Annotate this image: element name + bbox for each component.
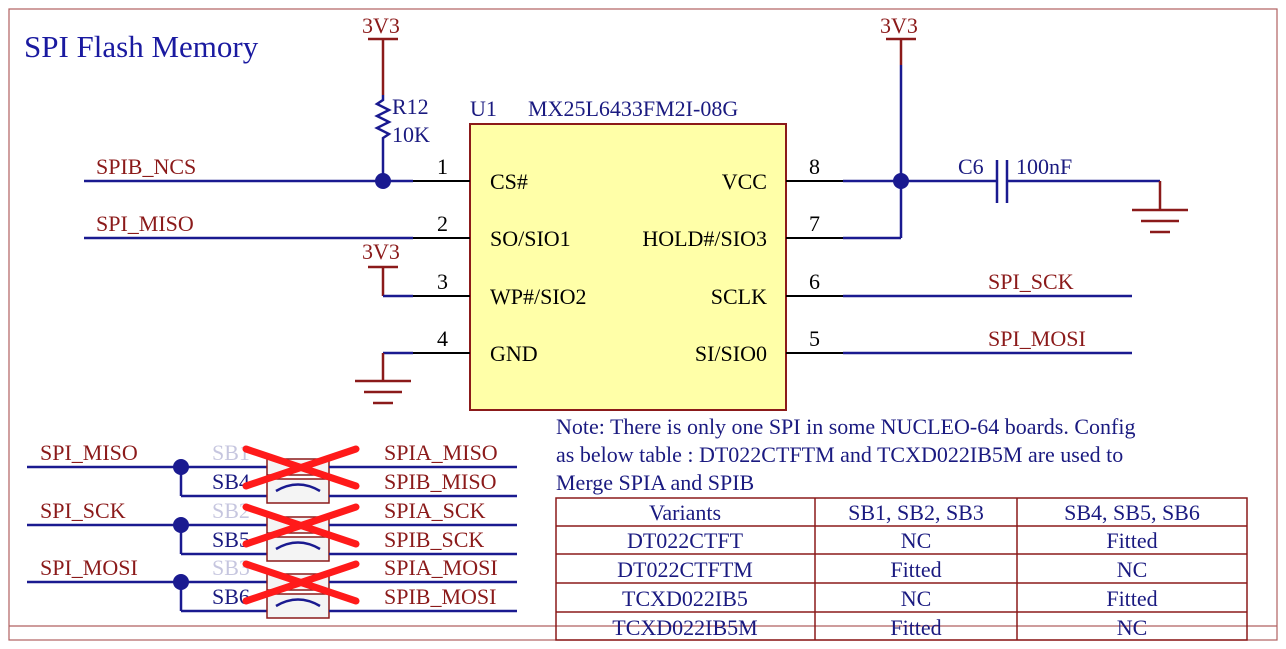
pin-5-name: SI/SIO0 [695,341,767,366]
table-cell: NC [901,528,932,553]
pin-4-num: 4 [437,326,448,351]
pin-5-num: 5 [809,326,820,351]
table-header-variants: Variants [649,500,721,525]
pin-6-name: SCLK [711,284,767,309]
net-sck-label: SPI_SCK [988,269,1074,294]
capacitor-c6: C6 100nF [958,154,1160,203]
pin-4-name: GND [490,341,538,366]
chip-ref: U1 [470,96,497,121]
table-cell: DT022CTFT [627,528,744,553]
net-cs-label: SPIB_NCS [96,154,196,179]
table-cell: Fitted [1106,528,1157,553]
sb-bot-arc [275,483,321,493]
pin-8-num: 8 [809,154,820,179]
bridge-sb-bot: SB6 [212,584,250,609]
bridge-sb-top: SB2 [212,498,250,523]
net-miso-label: SPI_MISO [96,211,194,236]
table-cell: NC [1117,615,1148,640]
table-header-sb456: SB4, SB5, SB6 [1064,500,1200,525]
net-mosi: SPI_MOSI [843,326,1132,355]
resistor-value: 10K [392,122,430,147]
chip-u1: U1 MX25L6433FM2I-08G 1 2 3 4 CS# SO/SIO1… [413,96,843,411]
power-label-right: 3V3 [880,13,918,38]
net-mosi-label: SPI_MOSI [988,326,1086,351]
net-sck: SPI_SCK [843,269,1132,298]
pin-7-name: HOLD#/SIO3 [642,226,767,251]
bridge-sb-top: SB1 [212,440,250,465]
pin-2-name: SO/SIO1 [490,226,571,251]
bridge-net-label: SPI_SCK [40,498,126,523]
sheet-title: SPI Flash Memory [24,29,259,64]
chip-part: MX25L6433FM2I-08G [528,96,738,121]
power-label-wp: 3V3 [362,239,400,264]
pin-3-name: WP#/SIO2 [490,284,587,309]
pin-6-num: 6 [809,269,820,294]
note-line-3: Merge SPIA and SPIB [556,470,754,495]
table-header-sb123: SB1, SB2, SB3 [848,500,984,525]
bridge-net-label: SPI_MOSI [40,555,138,580]
bridge-sb-bot: SB4 [212,469,250,494]
note-line-1: Note: There is only one SPI in some NUCL… [556,414,1135,439]
table-cell: NC [1117,557,1148,582]
pin-1-name: CS# [490,169,528,194]
config-note: Note: There is only one SPI in some NUCL… [556,414,1135,495]
sb-bot-arc [275,541,321,551]
table-cell: NC [901,586,932,611]
table-cell: Fitted [890,557,941,582]
cap-value: 100nF [1016,154,1072,179]
cross-mark-b [242,445,360,490]
pin-8-name: VCC [722,169,767,194]
bridge-group-mosi: SPI_MOSI SB3 SB6 SPIA_MOSI SPIB_MOSI [27,555,517,619]
power-3v3-left: 3V3 [362,13,400,95]
sb-bot-arc [275,598,321,608]
table-cell: TCXD022IB5M [612,615,757,640]
chip-body [469,123,787,411]
bridge-a-label: SPIA_MISO [384,440,498,465]
pin-7-num: 7 [809,211,820,236]
power-label-left: 3V3 [362,13,400,38]
bridge-sb-bot: SB5 [212,527,250,552]
note-line-2: as below table : DT022CTFTM and TCXD022I… [556,442,1123,467]
resistor-r12: R12 10K [374,94,430,181]
bridge-b-label: SPIB_MISO [384,469,496,494]
cross-mark-b [242,503,360,548]
table-cell: TCXD022IB5 [622,586,748,611]
power-3v3-right: 3V3 [843,13,997,240]
table-cell: Fitted [1106,586,1157,611]
bridge-b-label: SPIB_MOSI [384,584,496,609]
pin-2-num: 2 [437,211,448,236]
pin-1-num: 1 [437,154,448,179]
table-cell: Fitted [890,615,941,640]
variant-table: Variants SB1, SB2, SB3 SB4, SB5, SB6 DT0… [555,497,1248,641]
bridge-a-label: SPIA_MOSI [384,555,498,580]
ground-right [1132,181,1188,234]
bridge-b-label: SPIB_SCK [384,527,484,552]
pin-3-num: 3 [437,269,448,294]
cross-mark-b [242,560,360,605]
resistor-ref: R12 [392,94,429,119]
cap-ref: C6 [958,154,984,179]
bridge-a-label: SPIA_SCK [384,498,486,523]
net-miso: SPI_MISO [84,211,413,240]
net-cs: SPIB_NCS [84,154,413,189]
table-cell: DT022CTFTM [617,557,753,582]
bridge-group-miso: SPI_MISO SB1 SB4 SPIA_MISO SPIB_MISO [27,440,517,504]
power-3v3-wp: 3V3 [362,239,413,298]
ground-left [355,351,413,405]
bridge-group-sck: SPI_SCK SB2 SB5 SPIA_SCK SPIB_SCK [27,498,517,562]
bridge-net-label: SPI_MISO [40,440,138,465]
bridge-sb-top: SB3 [212,555,250,580]
